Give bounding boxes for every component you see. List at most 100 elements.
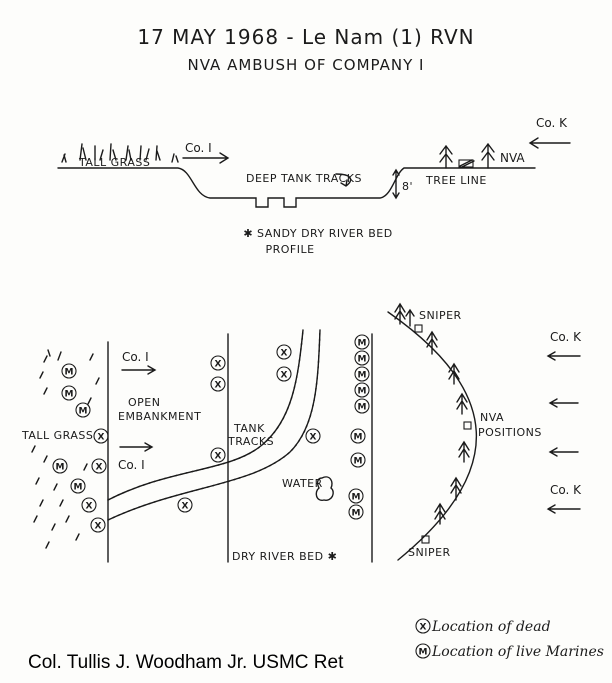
dead-marker: X [210, 355, 226, 371]
dry-river-bed-label: DRY RIVER BED ✱ [232, 550, 337, 563]
plan-grass-marks [31, 349, 100, 549]
profile-ground-line [57, 167, 536, 208]
svg-text:M: M [358, 339, 367, 349]
dead-marker: X [276, 366, 292, 382]
dead-markers: X X X X X X X X X X X [81, 344, 321, 533]
profile-note-line1: ✱ SANDY DRY RIVER BED [243, 227, 392, 240]
nva-position-icon [463, 421, 472, 430]
tank-tracks [107, 329, 321, 521]
profile-co-k-label: Co. K [536, 116, 568, 130]
plan-co-k-top-label: Co. K [550, 330, 582, 344]
svg-text:X: X [281, 371, 288, 381]
tall-grass-tufts [61, 143, 179, 163]
live-marine-marker: M [354, 350, 370, 366]
live-marine-marker: M [70, 478, 86, 494]
water-pool-icon [315, 476, 334, 501]
plan-tall-grass-label: TALL GRASS [21, 429, 93, 442]
nva-trees [394, 302, 470, 525]
plan-co-k-lower-arrow [548, 447, 579, 457]
plan-co-i-bottom-arrow [119, 442, 154, 452]
svg-text:X: X [95, 522, 102, 532]
svg-text:X: X [98, 433, 105, 443]
dead-marker: X [81, 497, 97, 513]
svg-text:M: M [354, 433, 363, 443]
live-marine-marker: M [354, 398, 370, 414]
svg-text:X: X [182, 502, 189, 512]
dead-marker: X [93, 428, 109, 444]
river-bed-profile: TALL GRASS Co. I DEEP TANK TRACKS 8' TRE… [57, 116, 571, 256]
plan-co-i-bottom-label: Co. I [118, 458, 145, 472]
water-label: WATER [282, 477, 323, 490]
tank-tracks-line2: TRACKS [227, 435, 274, 448]
profile-note-line2: PROFILE [265, 243, 314, 256]
svg-text:X: X [96, 463, 103, 473]
live-marine-marker: M [354, 334, 370, 350]
sniper-bottom-position-icon [421, 535, 430, 544]
nva-positions-line1: NVA [480, 411, 504, 424]
sniper-top-position-icon [414, 324, 423, 333]
svg-text:M: M [79, 407, 88, 417]
depth-label: 8' [402, 180, 413, 193]
svg-text:X: X [215, 360, 222, 370]
sniper-bottom-label: SNIPER [408, 546, 451, 559]
svg-text:M: M [65, 368, 74, 378]
deep-tank-tracks-label: DEEP TANK TRACKS [246, 172, 362, 185]
plan-co-k-top-arrow [546, 351, 581, 361]
svg-text:M: M [358, 403, 367, 413]
dead-marker: X [177, 497, 193, 513]
svg-text:X: X [215, 452, 222, 462]
tank-tracks-line1: TANK [233, 422, 265, 435]
svg-text:M: M [419, 648, 428, 658]
legend-dead-label: Location of dead [431, 619, 551, 635]
tank-tracks-pointer-arrow [335, 173, 352, 187]
svg-text:M: M [56, 463, 65, 473]
tree-line-label: TREE LINE [425, 174, 487, 187]
svg-text:M: M [358, 371, 367, 381]
profile-nva-position-icon [458, 159, 474, 168]
live-marine-marker: M [354, 366, 370, 382]
nva-bunker-icons [414, 324, 472, 544]
diagram-subtitle: NVA AMBUSH OF COMPANY I [188, 56, 425, 74]
profile-co-i-label: Co. I [185, 141, 212, 155]
svg-text:M: M [352, 493, 361, 503]
author-credit: Col. Tullis J. Woodham Jr. USMC Ret [28, 652, 344, 673]
live-marine-marker: M [348, 488, 364, 504]
svg-text:M: M [352, 509, 361, 519]
svg-text:M: M [358, 355, 367, 365]
plan-co-i-top-arrow [121, 365, 157, 375]
live-marine-marker: M [350, 428, 366, 444]
dead-marker: X [90, 517, 106, 533]
svg-text:M: M [358, 387, 367, 397]
svg-text:X: X [86, 502, 93, 512]
live-marine-marker: M [52, 458, 68, 474]
live-marine-marker: M [354, 382, 370, 398]
plan-co-k-bottom-label: Co. K [550, 483, 582, 497]
plan-co-k-middle-arrow [548, 398, 579, 408]
svg-text:X: X [215, 381, 222, 391]
profile-tall-grass-label: TALL GRASS [78, 156, 150, 169]
svg-text:M: M [354, 457, 363, 467]
dead-marker: X [305, 428, 321, 444]
svg-text:M: M [65, 390, 74, 400]
svg-text:X: X [281, 349, 288, 359]
live-marine-marker: M [348, 504, 364, 520]
profile-trees [439, 142, 495, 169]
dead-marker: X [91, 458, 107, 474]
legend: X Location of dead M Location of live Ma… [415, 618, 604, 660]
legend-live-icon: M [415, 643, 431, 659]
open-embankment-line1: OPEN [128, 396, 160, 409]
svg-text:M: M [74, 483, 83, 493]
open-embankment-line2: EMBANKMENT [118, 410, 201, 423]
legend-live-label: Location of live Marines [431, 644, 604, 660]
live-marine-marker: M [61, 363, 77, 379]
live-marine-marker: M [75, 402, 91, 418]
profile-co-i-arrow [182, 152, 230, 164]
profile-co-k-arrow [528, 137, 571, 149]
depth-arrow [392, 168, 400, 200]
nva-positions-line2: POSITIONS [478, 426, 542, 439]
ambush-plan-view: M M M M M M M M M M M M M M X X X X X X … [21, 302, 582, 563]
dead-marker: X [276, 344, 292, 360]
svg-text:X: X [420, 623, 427, 633]
